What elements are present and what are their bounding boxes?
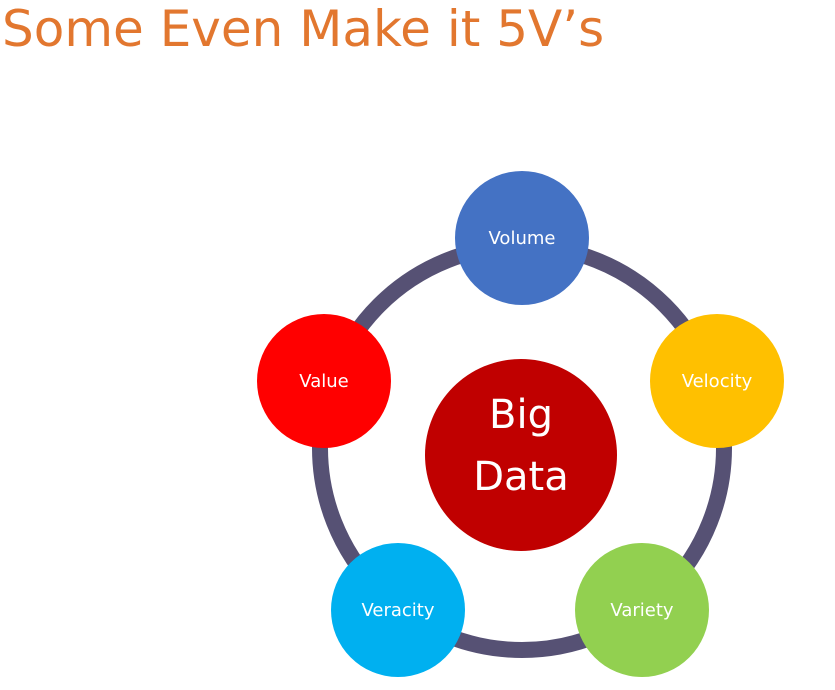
node-velocity: Velocity — [650, 314, 784, 448]
center-node: Big Data — [425, 359, 617, 551]
center-label-line1: Big — [489, 392, 553, 438]
node-volume: Volume — [455, 171, 589, 305]
slide-title: Some Even Make it 5V’s — [2, 0, 605, 58]
node-value-label: Value — [299, 371, 348, 392]
node-variety: Variety — [575, 543, 709, 677]
center-circle — [425, 359, 617, 551]
center-label-line2: Data — [473, 454, 569, 500]
node-veracity: Veracity — [331, 543, 465, 677]
node-value-circle — [257, 314, 391, 448]
node-variety-circle — [575, 543, 709, 677]
node-veracity-circle — [331, 543, 465, 677]
node-volume-label: Volume — [489, 228, 556, 249]
node-velocity-label: Velocity — [682, 371, 753, 392]
node-veracity-label: Veracity — [361, 600, 434, 621]
node-volume-circle — [455, 171, 589, 305]
node-velocity-circle — [650, 314, 784, 448]
node-value: Value — [257, 314, 391, 448]
node-variety-label: Variety — [610, 600, 673, 621]
